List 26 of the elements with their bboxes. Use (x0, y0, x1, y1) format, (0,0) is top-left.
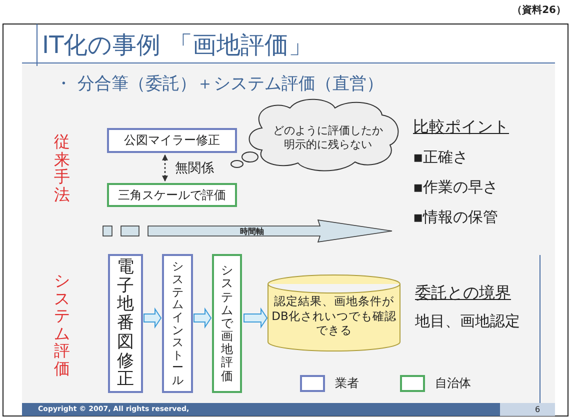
axis-label: 時間軸 (240, 226, 264, 237)
list-item: ▪情報の保管 (413, 208, 498, 227)
legend-label: 業者 (335, 375, 359, 392)
process-box: 電子地番図修正 (108, 254, 143, 393)
process-box: システムインストール (162, 254, 193, 393)
slide-title: IT化の事例 「画地評価」 (42, 30, 312, 61)
heading: 委託との境界 (415, 283, 511, 304)
block-arrow (244, 307, 268, 329)
edge-label: 無関係 (175, 160, 214, 177)
double-arrow (162, 154, 168, 182)
bullet-text: ・ 分合筆（委託）＋システム評価（直営） (55, 73, 384, 95)
page-reference: （資料26） (512, 4, 566, 17)
block-arrow (144, 307, 162, 329)
list-item: ▪正確さ (413, 148, 468, 167)
cylinder-text: 認定結果、画地条件がDB化されいつでも確認できる (270, 290, 398, 342)
section-label: 従来手法 (54, 133, 70, 204)
legend-label: 自治体 (435, 375, 471, 392)
process-box: 三角スケールで評価 (107, 183, 237, 207)
body-text: 地目、画地認定 (415, 312, 520, 331)
section-label: システム評価 (54, 272, 70, 378)
page-number: 6 (535, 405, 540, 414)
list-item: ▪作業の早さ (413, 178, 498, 197)
block-arrow (194, 307, 212, 329)
process-box: 公図マイラー修正 (107, 128, 237, 153)
heading: 比較ポイント (413, 117, 509, 138)
process-box: システムで画地評価 (212, 254, 242, 393)
